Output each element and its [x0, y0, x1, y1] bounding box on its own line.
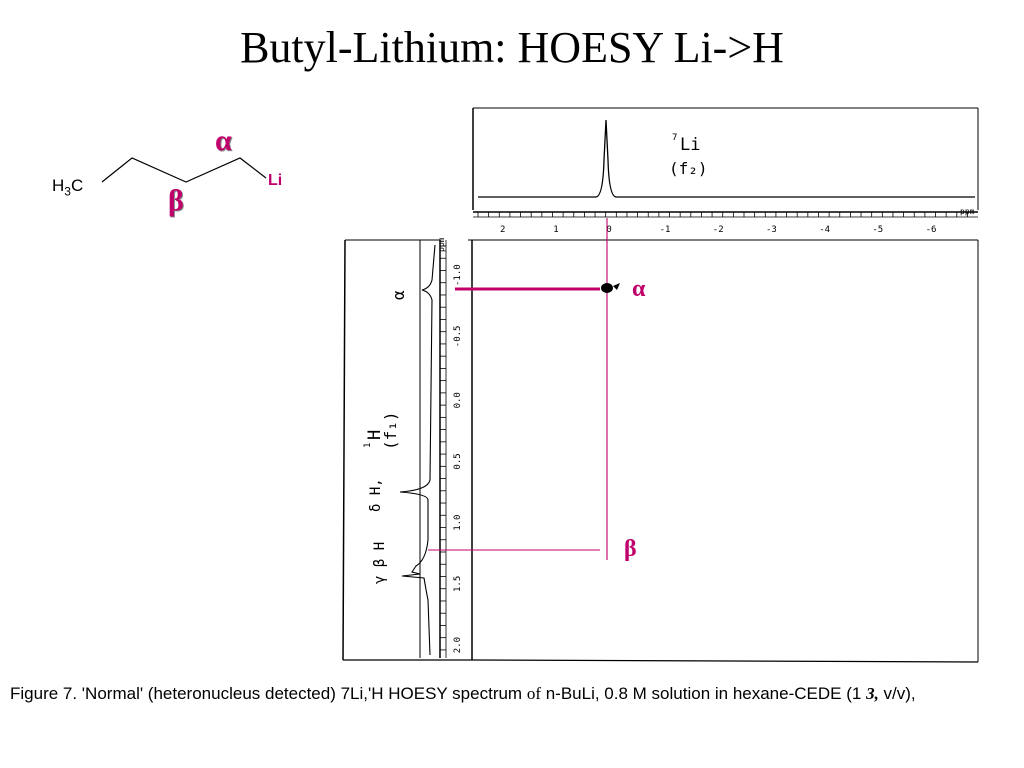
li7-projection-panel: 7 Li (f₂) — [472, 107, 979, 210]
f1-tick-label: 1.0 — [453, 515, 463, 531]
f2-tick-label: 2 — [500, 225, 505, 235]
f2-tick-label: -3 — [766, 225, 777, 235]
hoesy-2d-frame — [468, 239, 979, 663]
f2-tick-label: 1 — [553, 225, 558, 235]
li7-peak — [478, 119, 975, 198]
svg-text:δ H,: δ H, — [368, 478, 384, 512]
f2-nucleus: Li — [680, 135, 700, 155]
svg-text:H: H — [365, 430, 385, 440]
figure-caption: Figure 7. 'Normal' (heteronucleus detect… — [10, 684, 916, 703]
proj-delta-h-label: δ H, — [368, 478, 384, 512]
f1-tick-label: 0.5 — [453, 453, 463, 469]
beta-label: β — [168, 184, 184, 217]
f1-tick-label: 1.5 — [453, 576, 463, 592]
proj-alpha-label: α — [389, 290, 408, 300]
alpha-label: α — [215, 124, 232, 157]
alpha-peak-label: α — [632, 276, 646, 302]
correlation-guides: α β — [428, 218, 646, 562]
f1-axis: -1.0 -0.5 0.0 0.5 1.0 1.5 2.0 ppm — [437, 237, 463, 658]
f1-tick-label: -1.0 — [453, 264, 463, 286]
butyllithium-bonds — [101, 157, 267, 183]
f2-tick-label: 0 — [606, 225, 611, 235]
f1-tick-label: -0.5 — [453, 326, 463, 348]
butyllithium-structure: H3C Li α β — [40, 120, 330, 230]
svg-text:α: α — [389, 290, 408, 300]
f1-tick-label: 2.0 — [453, 637, 463, 653]
proj-beta-gamma-label: γ β H — [372, 542, 388, 584]
f1-nucleus-label: 1 H — [363, 430, 385, 448]
alpha-cross-peak — [601, 283, 613, 293]
f2-tick-label: -4 — [819, 225, 830, 235]
f2-tick-label: -6 — [926, 225, 937, 235]
ch3-label: H3C — [52, 176, 84, 199]
h1-trace — [399, 244, 436, 656]
f2-axis: 2 1 0 -1 -2 -3 -4 -5 -6 ppm — [473, 207, 978, 235]
f1-unit: ppm — [437, 237, 446, 252]
f2-tick-label: -2 — [713, 225, 724, 235]
li-label: Li — [268, 172, 283, 189]
f2-unit: ppm — [960, 207, 975, 216]
svg-text:1: 1 — [363, 443, 373, 448]
beta-peak-label: β — [624, 536, 637, 562]
f2-tick-label: -1 — [660, 225, 671, 235]
f2-nucleus-sup: 7 — [672, 133, 677, 143]
f2-tick-label: -5 — [872, 225, 883, 235]
f1-tick-label: 0.0 — [453, 392, 463, 408]
svg-text:γ β H: γ β H — [372, 542, 388, 584]
f1-axis-label: (f₁) — [381, 411, 400, 450]
svg-text:(f₁): (f₁) — [381, 411, 400, 450]
h1-projection-panel: α 1 H (f₁) δ H, γ β H — [342, 239, 472, 661]
slide-title: Butyl-Lithium: HOESY Li->H — [240, 23, 784, 72]
f2-axis-label: (f₂) — [669, 159, 708, 178]
